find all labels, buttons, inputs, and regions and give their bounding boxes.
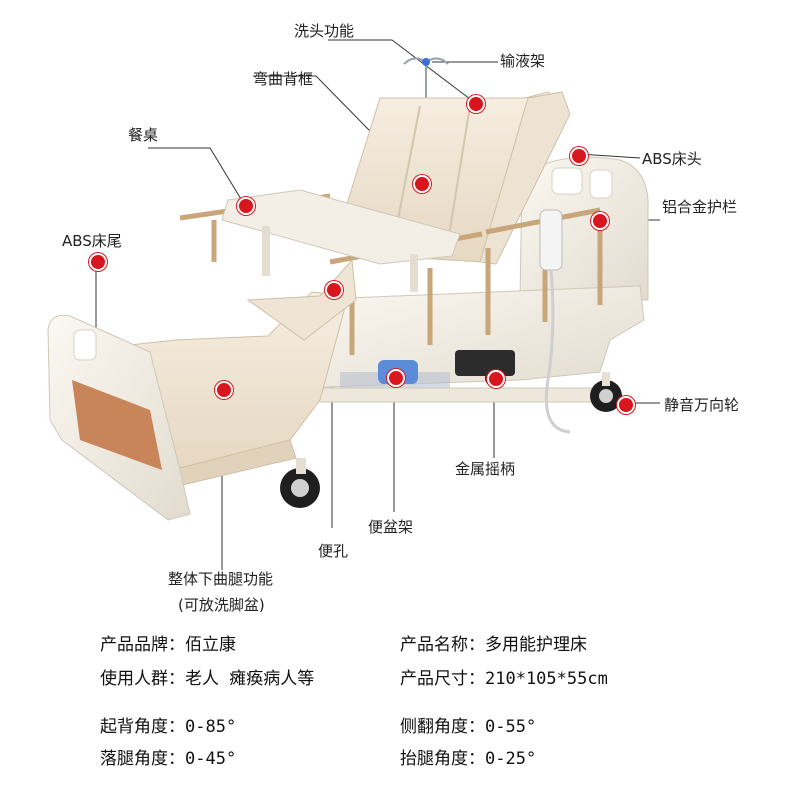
label-dining-table: 餐桌: [128, 126, 159, 144]
dot-curved-backrest: [413, 175, 431, 193]
wheels: [280, 372, 622, 508]
dot-silent-caster: [617, 396, 635, 414]
spec-side-angle: 侧翻角度：0-55°: [400, 717, 537, 737]
dot-abs-footboard: [89, 253, 107, 271]
label-iv-pole: 输液架: [500, 52, 546, 70]
label-curved-backrest: 弯曲背框: [253, 70, 314, 88]
spec-brand: 产品品牌：佰立康: [100, 635, 236, 655]
spec-back-angle: 起背角度：0-85°: [100, 717, 237, 737]
label-hair-wash: 洗头功能: [294, 22, 355, 40]
label-metal-crank: 金属摇柄: [455, 460, 516, 478]
spec-leg-lift-angle: 抬腿角度：0-25°: [400, 749, 537, 769]
headboard: [519, 156, 649, 301]
leg-section: [129, 258, 357, 487]
dot-dining-table: [237, 197, 255, 215]
label-leg-function-line2: (可放洗脚盆): [178, 596, 265, 614]
dot-leg-function: [215, 381, 233, 399]
label-leg-function-line1: 整体下曲腿功能: [168, 570, 274, 588]
footboard: [47, 314, 191, 521]
label-aluminum-rail: 铝合金护栏: [662, 198, 738, 216]
label-silent-caster: 静音万向轮: [664, 396, 740, 414]
dot-metal-crank: [487, 370, 505, 388]
spec-block: 产品品牌：佰立康 产品名称：多用能护理床 使用人群：老人 瘫痪病人等 产品尺寸：…: [0, 620, 800, 800]
label-abs-footboard: ABS床尾: [62, 232, 122, 250]
product-diagram: 洗头功能 输液架 弯曲背框 餐桌 ABS床头 铝合金护栏 ABS床尾 静音万向轮…: [47, 22, 740, 614]
hand-controller: [539, 209, 571, 434]
dot-iv-pole: [467, 95, 485, 113]
dot-abs-headboard: [570, 147, 588, 165]
spec-users: 使用人群：老人 瘫痪病人等: [100, 669, 315, 689]
label-toilet-hole: 便孔: [318, 542, 349, 560]
spec-name: 产品名称：多用能护理床: [400, 635, 587, 655]
dot-toilet-hole: [325, 281, 343, 299]
label-bedpan-rack: 便盆架: [368, 518, 414, 536]
dining-table: [221, 189, 461, 292]
spec-leg-drop-angle: 落腿角度：0-45°: [100, 749, 237, 769]
dot-bedpan-rack: [387, 369, 405, 387]
bed-illustration: [47, 39, 660, 570]
label-abs-headboard: ABS床头: [642, 150, 702, 168]
dot-aluminum-rail: [591, 212, 609, 230]
spec-size: 产品尺寸：210*105*55cm: [400, 669, 608, 689]
